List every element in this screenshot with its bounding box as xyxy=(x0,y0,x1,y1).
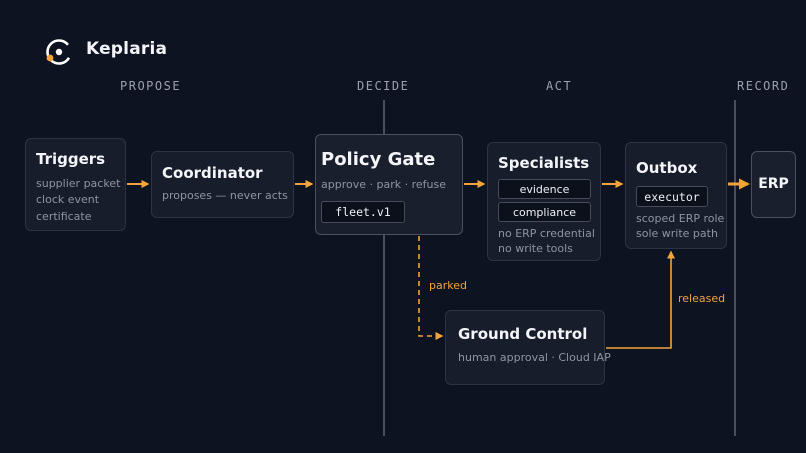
specialists-line: no write tools xyxy=(498,242,573,255)
erp-node: ERP xyxy=(751,151,796,218)
ground-control-line: human approval · Cloud IAP xyxy=(458,351,611,364)
triggers-node: Triggers supplier packet clock event cer… xyxy=(25,138,126,231)
policy-version-chip: fleet.v1 xyxy=(321,201,405,223)
arrow-ground-released-to-outbox xyxy=(606,250,675,349)
outbox-node: Outbox executor scoped ERP role sole wri… xyxy=(625,142,727,249)
released-edge-label: released xyxy=(678,292,726,305)
policy-gate-node: Policy Gate approve · park · refuse flee… xyxy=(315,134,463,235)
outbox-title: Outbox xyxy=(636,159,698,177)
executor-chip: executor xyxy=(636,186,708,207)
ground-control-title: Ground Control xyxy=(458,325,588,343)
outbox-line: sole write path xyxy=(636,227,718,240)
coordinator-line: proposes — never acts xyxy=(162,189,288,202)
coordinator-node: Coordinator proposes — never acts xyxy=(151,151,294,218)
phase-decide-label: DECIDE xyxy=(357,79,410,93)
policy-gate-line: approve · park · refuse xyxy=(321,178,446,191)
triggers-line: clock event xyxy=(36,193,100,206)
phase-record-label: RECORD xyxy=(737,79,790,93)
outbox-line: scoped ERP role xyxy=(636,212,725,225)
specialists-title: Specialists xyxy=(498,154,590,172)
triggers-line: certificate xyxy=(36,210,92,223)
brand-name: Keplaria xyxy=(86,39,168,59)
compliance-chip: compliance xyxy=(498,202,591,222)
decide-divider xyxy=(383,100,385,436)
phase-act-label: ACT xyxy=(546,79,573,93)
evidence-chip: evidence xyxy=(498,179,591,199)
orbit-logo-icon xyxy=(46,39,72,65)
phase-propose-label: PROPOSE xyxy=(120,79,182,93)
specialists-line: no ERP credential xyxy=(498,227,595,240)
parked-edge-label: parked xyxy=(429,279,467,292)
ground-control-node: Ground Control human approval · Cloud IA… xyxy=(445,310,611,385)
policy-gate-title: Policy Gate xyxy=(321,149,436,170)
triggers-line: supplier packet xyxy=(36,177,121,190)
record-divider xyxy=(734,100,736,436)
specialists-node: Specialists evidence compliance no ERP c… xyxy=(487,142,601,261)
erp-title: ERP xyxy=(758,176,789,192)
arrow-policy-parked-to-ground xyxy=(418,236,444,340)
triggers-title: Triggers xyxy=(36,150,106,168)
coordinator-title: Coordinator xyxy=(162,164,263,182)
